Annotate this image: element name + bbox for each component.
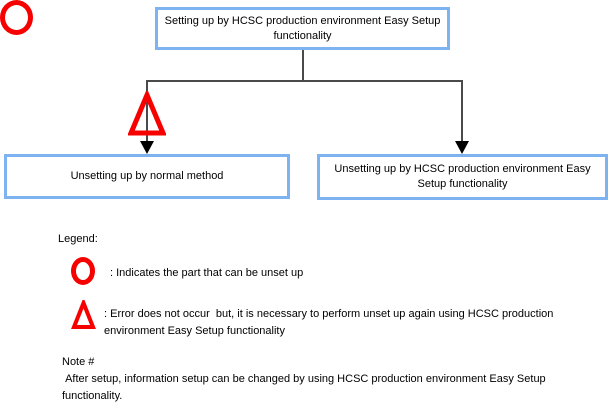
note-body: After setup, information setup can be ch… bbox=[62, 373, 549, 402]
flowchart-node-unset-normal: Unsetting up by normal method bbox=[4, 154, 290, 199]
connector-right-vertical bbox=[461, 80, 463, 142]
circle-icon bbox=[0, 0, 33, 35]
connector-horizontal bbox=[146, 80, 463, 82]
flowchart-node-unset-easy-setup-label: Unsetting up by HCSC production environm… bbox=[334, 163, 591, 190]
flowchart-node-setting-up-label: Setting up by HCSC production environmen… bbox=[164, 14, 441, 42]
legend-item-triangle-label: : Error does not occur but, it is necess… bbox=[104, 308, 557, 337]
connector-left-vertical bbox=[146, 80, 148, 142]
flowchart-node-unset-easy-setup: Unsetting up by HCSC production environm… bbox=[317, 154, 608, 200]
arrow-down-left-icon bbox=[140, 141, 154, 154]
legend-title: Legend: bbox=[58, 233, 98, 245]
legend-item-circle-label: : Indicates the part that can be unset u… bbox=[110, 267, 304, 279]
note-title: Note # bbox=[62, 356, 95, 368]
flowchart-node-unset-normal-label: Unsetting up by normal method bbox=[70, 170, 224, 182]
triangle-icon bbox=[71, 297, 96, 335]
triangle-icon bbox=[127, 88, 167, 142]
circle-icon bbox=[71, 257, 95, 285]
arrow-down-right-icon bbox=[455, 141, 469, 154]
note: Note # After setup, information setup ca… bbox=[62, 354, 590, 405]
flowchart-node-setting-up: Setting up by HCSC production environmen… bbox=[155, 7, 450, 50]
connector-top-vertical bbox=[302, 50, 304, 81]
